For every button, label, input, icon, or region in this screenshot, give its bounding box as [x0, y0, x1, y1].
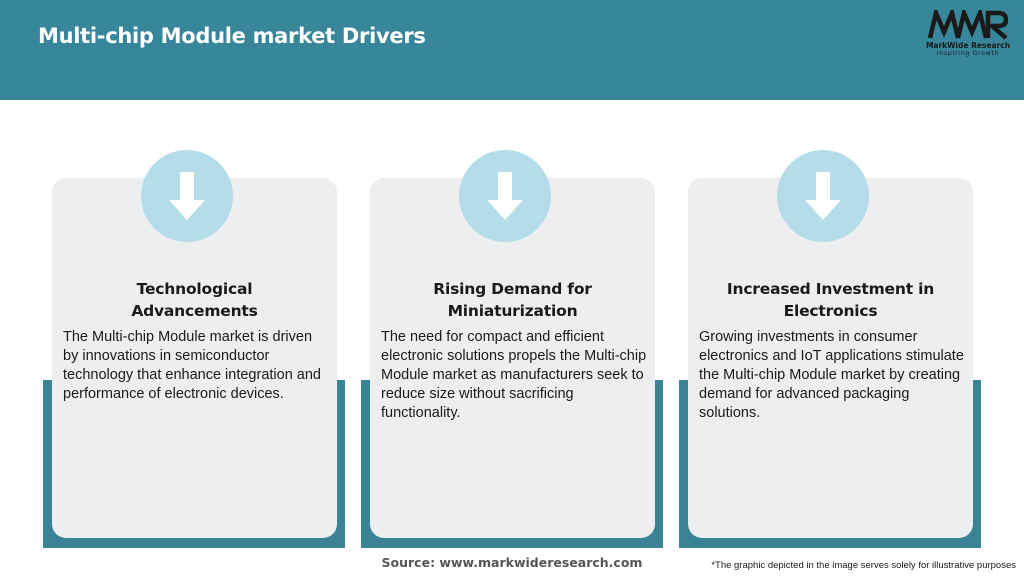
- driver-card-1: Technological Advancements The Multi-chi…: [43, 150, 345, 548]
- driver-card-2: Rising Demand for Miniaturization The ne…: [361, 150, 663, 548]
- arrow-down-icon: [777, 150, 869, 242]
- card-text: The Multi-chip Module market is driven b…: [63, 329, 321, 402]
- driver-card-3: Increased Investment in Electronics Grow…: [679, 150, 981, 548]
- disclaimer-note: *The graphic depicted in the image serve…: [711, 560, 1016, 571]
- card-text: Growing investments in consumer electron…: [699, 329, 964, 421]
- card-title: Rising Demand for Miniaturization: [433, 280, 592, 320]
- page-title: Multi-chip Module market Drivers: [38, 24, 426, 48]
- arrow-down-icon: [141, 150, 233, 242]
- markwide-research-logo-icon: [928, 10, 1008, 40]
- header-banner: Multi-chip Module market Drivers MarkWid…: [0, 0, 1024, 100]
- card-title: Increased Investment in Electronics: [726, 280, 935, 320]
- arrow-down-icon: [459, 150, 551, 242]
- source-credit: Source: www.markwideresearch.com: [381, 555, 643, 570]
- logo-tagline: Inspiring Growth: [936, 50, 1000, 57]
- markwide-research-logo: MarkWide Research Inspiring Growth: [922, 10, 1014, 57]
- logo-name: MarkWide Research: [925, 41, 1011, 50]
- card-title: Technological Advancements: [131, 280, 258, 320]
- card-text: The need for compact and efficient elect…: [381, 329, 647, 421]
